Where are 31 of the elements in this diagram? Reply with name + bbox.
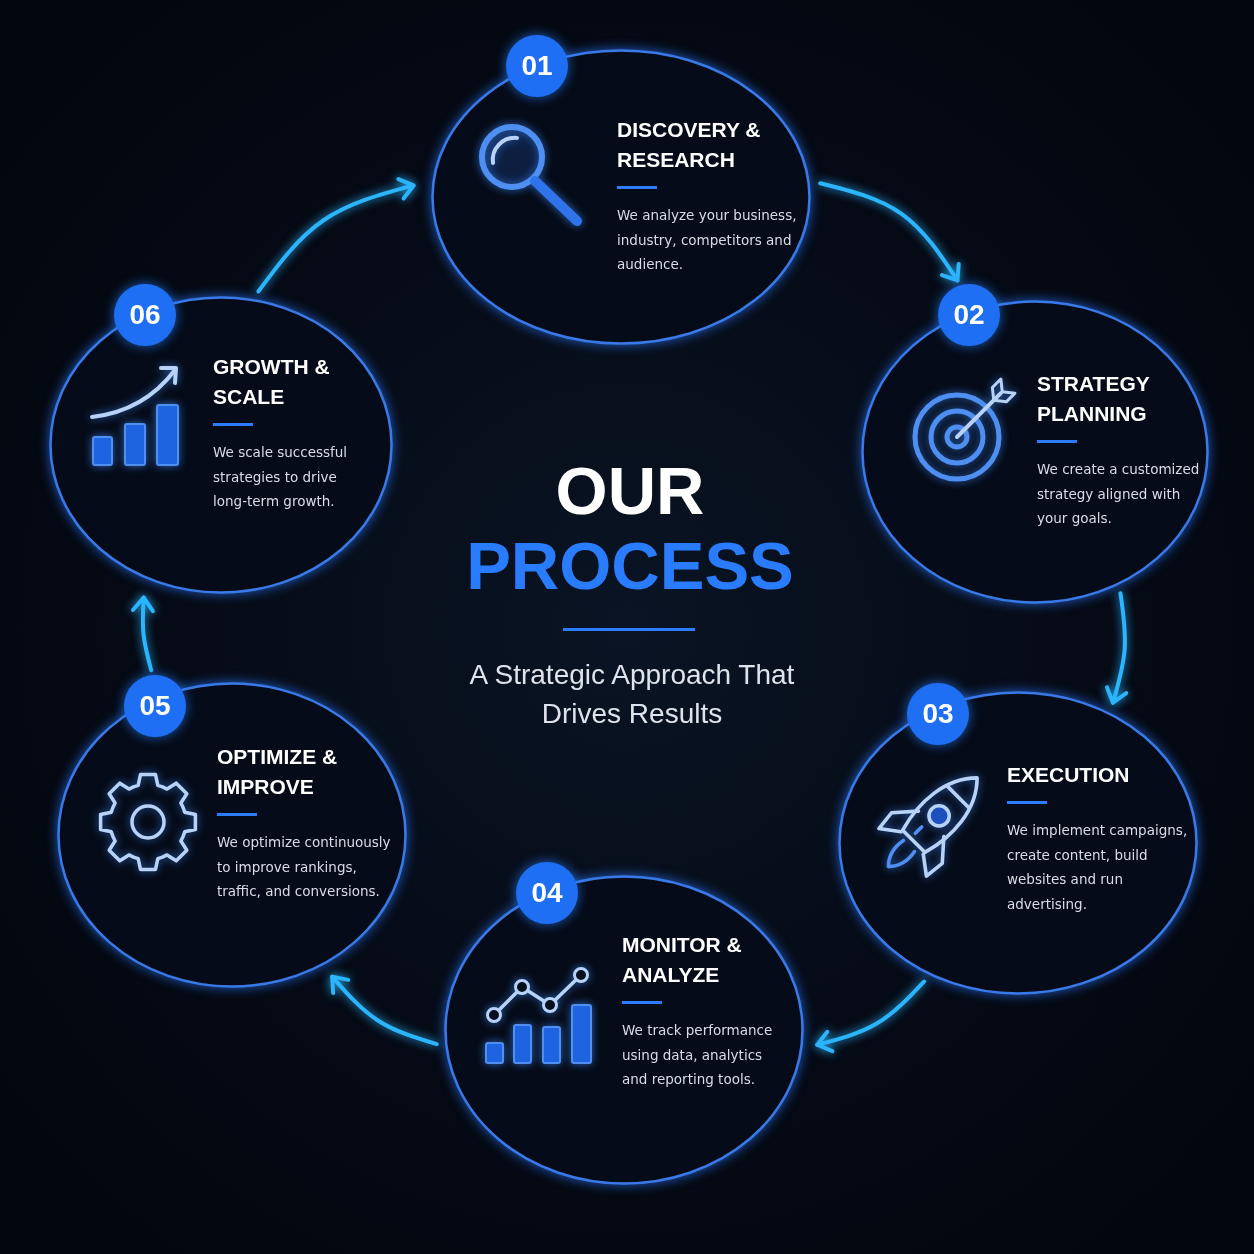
step-heading: EXECUTION	[1007, 762, 1131, 788]
number-badge: 01	[506, 35, 568, 97]
number-badge: 02	[938, 284, 1000, 346]
step-heading: MONITOR & ANALYZE	[622, 932, 743, 988]
curved-arrow	[815, 979, 926, 1054]
step-description: We implement campaigns, create content, build websites and run advertising.	[1007, 821, 1189, 914]
step-ellipse	[838, 691, 1198, 995]
step-heading: STRATEGY PLANNING	[1037, 371, 1151, 427]
subtitle: A Strategic Approach That Drives Results	[468, 658, 796, 731]
step-description: We optimize continuously to improve rankings, traffic, and conversions.	[217, 833, 392, 901]
curved-arrow	[330, 974, 439, 1047]
step-description: We scale successful strategies to drive long-term growth.	[213, 443, 349, 511]
curved-arrow	[256, 177, 416, 294]
step-ellipse	[57, 682, 407, 988]
number-badge: 04	[516, 862, 578, 924]
step-ellipse	[444, 875, 804, 1185]
step-description: We analyze your business, industry, competitors and audience.	[617, 206, 798, 274]
step-ellipse	[49, 296, 393, 594]
number-badge: 05	[124, 675, 186, 737]
curved-arrow	[818, 181, 961, 283]
number-badge: 03	[907, 683, 969, 745]
step-description: We create a customized strategy aligned with your goals.	[1037, 460, 1201, 528]
step-heading: DISCOVERY & RESEARCH	[617, 117, 762, 173]
step-ellipse	[861, 300, 1209, 604]
step-description: We track performance using data, analytics and reporting tools.	[622, 1021, 774, 1089]
curved-arrow	[130, 595, 155, 673]
number-badge: 06	[114, 284, 176, 346]
step-heading: GROWTH & SCALE	[213, 354, 331, 410]
step-heading: OPTIMIZE & IMPROVE	[217, 744, 339, 800]
step-ellipse	[431, 49, 811, 345]
curved-arrow	[1105, 591, 1129, 705]
